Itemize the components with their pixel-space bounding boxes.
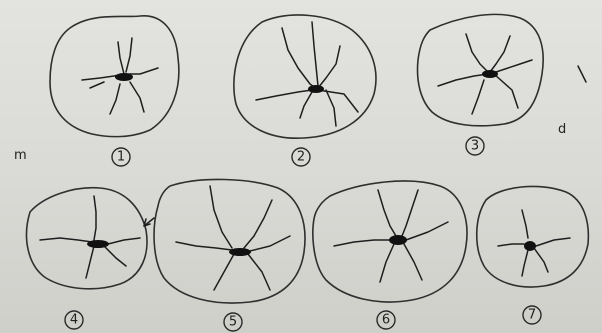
svg-text:2: 2 [297, 150, 305, 165]
tooth-outline-6 [313, 181, 467, 302]
svg-text:4: 4 [70, 313, 78, 328]
arrow-marker [144, 218, 154, 226]
distal-label: d [558, 122, 566, 137]
figure-number-6: 6 [377, 311, 395, 329]
stray-mark [578, 66, 586, 82]
figure-number-5: 5 [224, 313, 242, 331]
svg-text:5: 5 [229, 315, 237, 330]
tooth-outline-3 [418, 14, 544, 125]
tooth-outline-7 [477, 186, 589, 287]
figure-number-3: 3 [466, 137, 484, 155]
figure-number-4: 4 [65, 311, 83, 329]
figure-number-2: 2 [292, 148, 310, 166]
figure-number-1: 1 [112, 148, 130, 166]
figure-number-7: 7 [523, 306, 541, 324]
svg-text:7: 7 [528, 308, 536, 323]
svg-text:6: 6 [382, 313, 390, 328]
svg-text:3: 3 [471, 139, 479, 154]
tooth-outline-1 [50, 16, 179, 137]
tooth-outline-5 [154, 179, 305, 303]
mesial-label: m [14, 148, 27, 163]
svg-text:1: 1 [117, 150, 125, 165]
tooth-outline-4 [27, 188, 154, 289]
tooth-outline-2 [234, 15, 376, 138]
